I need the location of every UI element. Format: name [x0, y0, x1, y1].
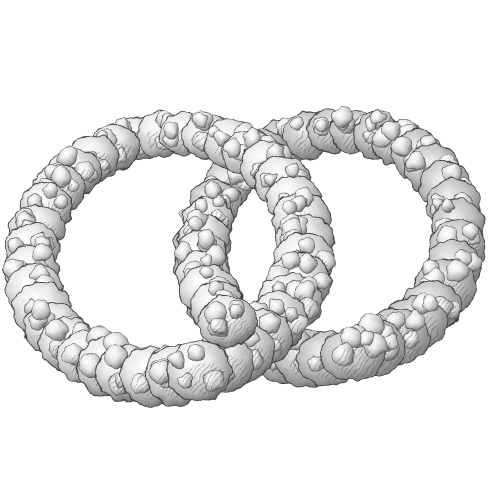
surface-bump — [382, 120, 401, 139]
surface-bump — [167, 350, 186, 369]
surface-bump — [298, 254, 316, 273]
surface-bump — [371, 109, 386, 125]
ring-bead — [166, 339, 232, 402]
surface-bump — [441, 199, 456, 213]
surface-bump — [32, 243, 52, 263]
surface-bump — [406, 152, 427, 172]
ring-bead — [197, 295, 258, 348]
surface-bump — [212, 195, 224, 208]
left-ring — [3, 110, 336, 407]
surface-bump — [31, 299, 51, 319]
ridge-texture — [182, 363, 226, 395]
right-ring-front-segment — [174, 195, 258, 348]
surface-bump — [282, 200, 298, 216]
surface-bump — [404, 310, 426, 332]
surface-bump — [331, 106, 353, 128]
surface-bump — [291, 117, 304, 131]
surface-bump — [422, 295, 439, 312]
surface-bump — [200, 253, 214, 267]
surface-bump — [463, 223, 479, 240]
surface-bump — [392, 135, 413, 156]
surface-bump — [187, 344, 206, 362]
ridge-texture — [212, 314, 252, 343]
ridge-texture — [336, 347, 379, 378]
surface-bump — [45, 318, 68, 341]
ring-bead — [320, 325, 387, 381]
surface-bump — [187, 216, 203, 232]
surface-bump — [285, 163, 299, 177]
surface-bump — [445, 259, 469, 283]
surface-bump — [205, 181, 222, 198]
surface-bump — [196, 229, 216, 249]
surface-bump — [297, 237, 315, 255]
surface-bump — [193, 113, 208, 127]
surface-bump — [42, 183, 59, 199]
surface-bump — [281, 251, 301, 271]
surface-bump — [199, 266, 213, 280]
surface-bump — [223, 139, 243, 158]
